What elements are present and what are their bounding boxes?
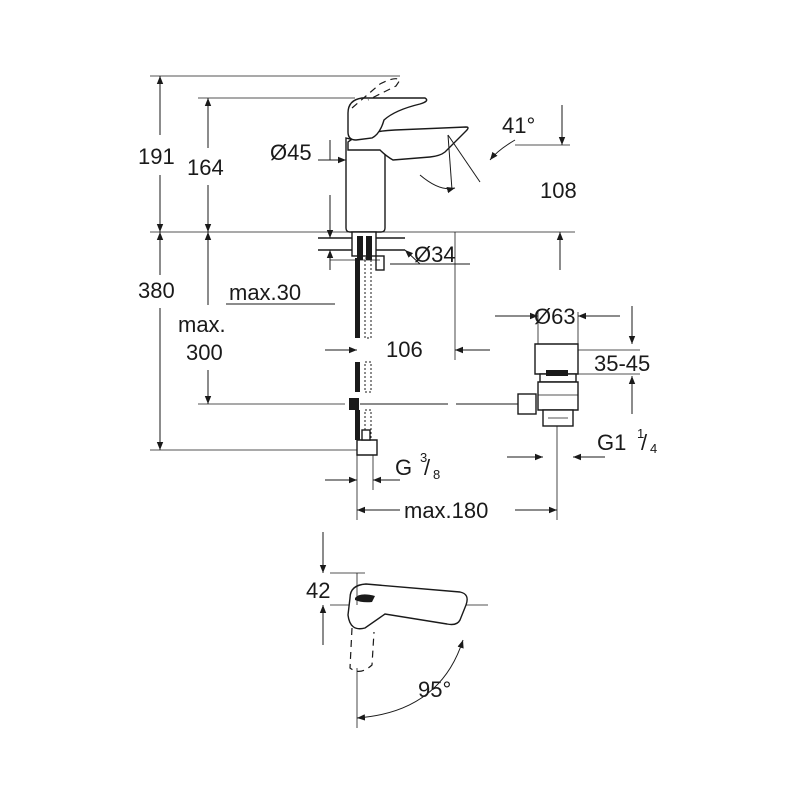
- label-max300-line1: max.: [178, 312, 226, 337]
- label-g38-den: 8: [433, 467, 440, 482]
- label-dia45: Ø45: [270, 140, 312, 165]
- dim-max300: max. 300: [178, 232, 226, 404]
- dim-106: 106: [325, 337, 490, 362]
- label-106: 106: [386, 337, 423, 362]
- dim-dia34: Ø34: [390, 242, 470, 267]
- label-dia34: Ø34: [414, 242, 456, 267]
- dim-164: 164: [187, 98, 224, 232]
- label-g38-num: 3: [420, 450, 427, 465]
- label-380: 380: [138, 278, 175, 303]
- dim-max180: max.180: [357, 498, 557, 523]
- faucet-body: [345, 78, 469, 233]
- dim-35-45: 35-45: [594, 306, 650, 414]
- dim-108: 108: [540, 178, 577, 270]
- label-g1-main: G1: [597, 430, 626, 455]
- dim-g1-1-4: G1 1 / 4: [507, 426, 657, 461]
- label-g1-num: 1: [637, 426, 644, 441]
- label-108: 108: [540, 178, 577, 203]
- dim-191: 191: [138, 76, 175, 232]
- label-dia63: Ø63: [534, 304, 576, 329]
- label-g1-slash: /: [641, 430, 648, 455]
- lever-top-view: 42 95°: [306, 532, 488, 728]
- label-35-45: 35-45: [594, 351, 650, 376]
- label-max30: max.30: [229, 280, 301, 305]
- waste-valve: [517, 343, 579, 427]
- dim-max30: max.30: [226, 280, 335, 305]
- label-max180: max.180: [404, 498, 488, 523]
- label-164: 164: [187, 155, 224, 180]
- dim-g-3-8: G 3 / 8: [325, 450, 440, 484]
- label-42: 42: [306, 578, 330, 603]
- label-95deg: 95°: [418, 677, 451, 702]
- dim-dia63: Ø63: [495, 304, 620, 329]
- label-41deg: 41°: [502, 113, 535, 138]
- supply-hoses: [349, 257, 378, 456]
- deck-mounting: [318, 195, 405, 271]
- dim-dia45: Ø45: [270, 140, 346, 165]
- label-g38-slash: /: [424, 455, 431, 480]
- dim-41deg: 41°: [419, 105, 566, 194]
- dim-380: 380: [138, 232, 175, 450]
- label-g38-main: G: [395, 455, 412, 480]
- label-191: 191: [138, 144, 175, 169]
- label-max300-line2: 300: [186, 340, 223, 365]
- label-g1-den: 4: [650, 441, 657, 456]
